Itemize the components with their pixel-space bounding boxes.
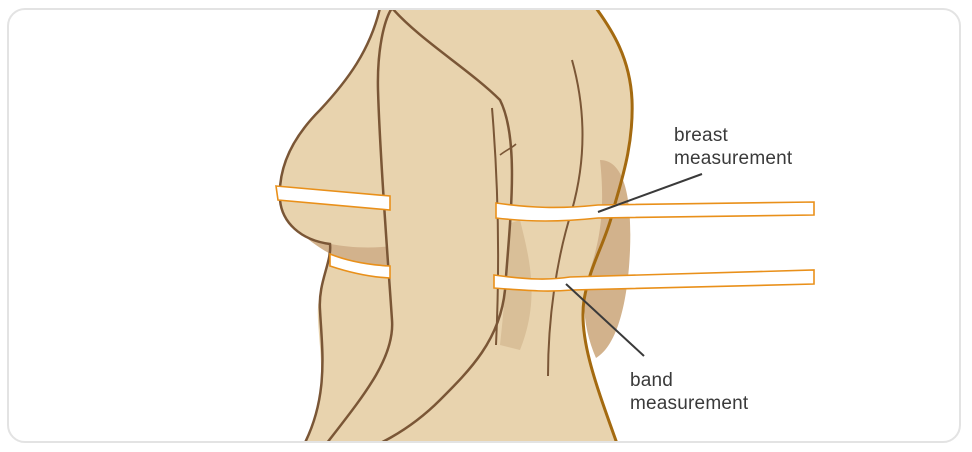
band-measurement-label: band measurement: [630, 369, 748, 415]
band-label-line-2: measurement: [630, 392, 748, 415]
breast-label-line-2: measurement: [674, 147, 792, 170]
band-label-line-1: band: [630, 369, 748, 392]
breast-measurement-label: breast measurement: [674, 124, 792, 170]
breast-label-line-1: breast: [674, 124, 792, 147]
